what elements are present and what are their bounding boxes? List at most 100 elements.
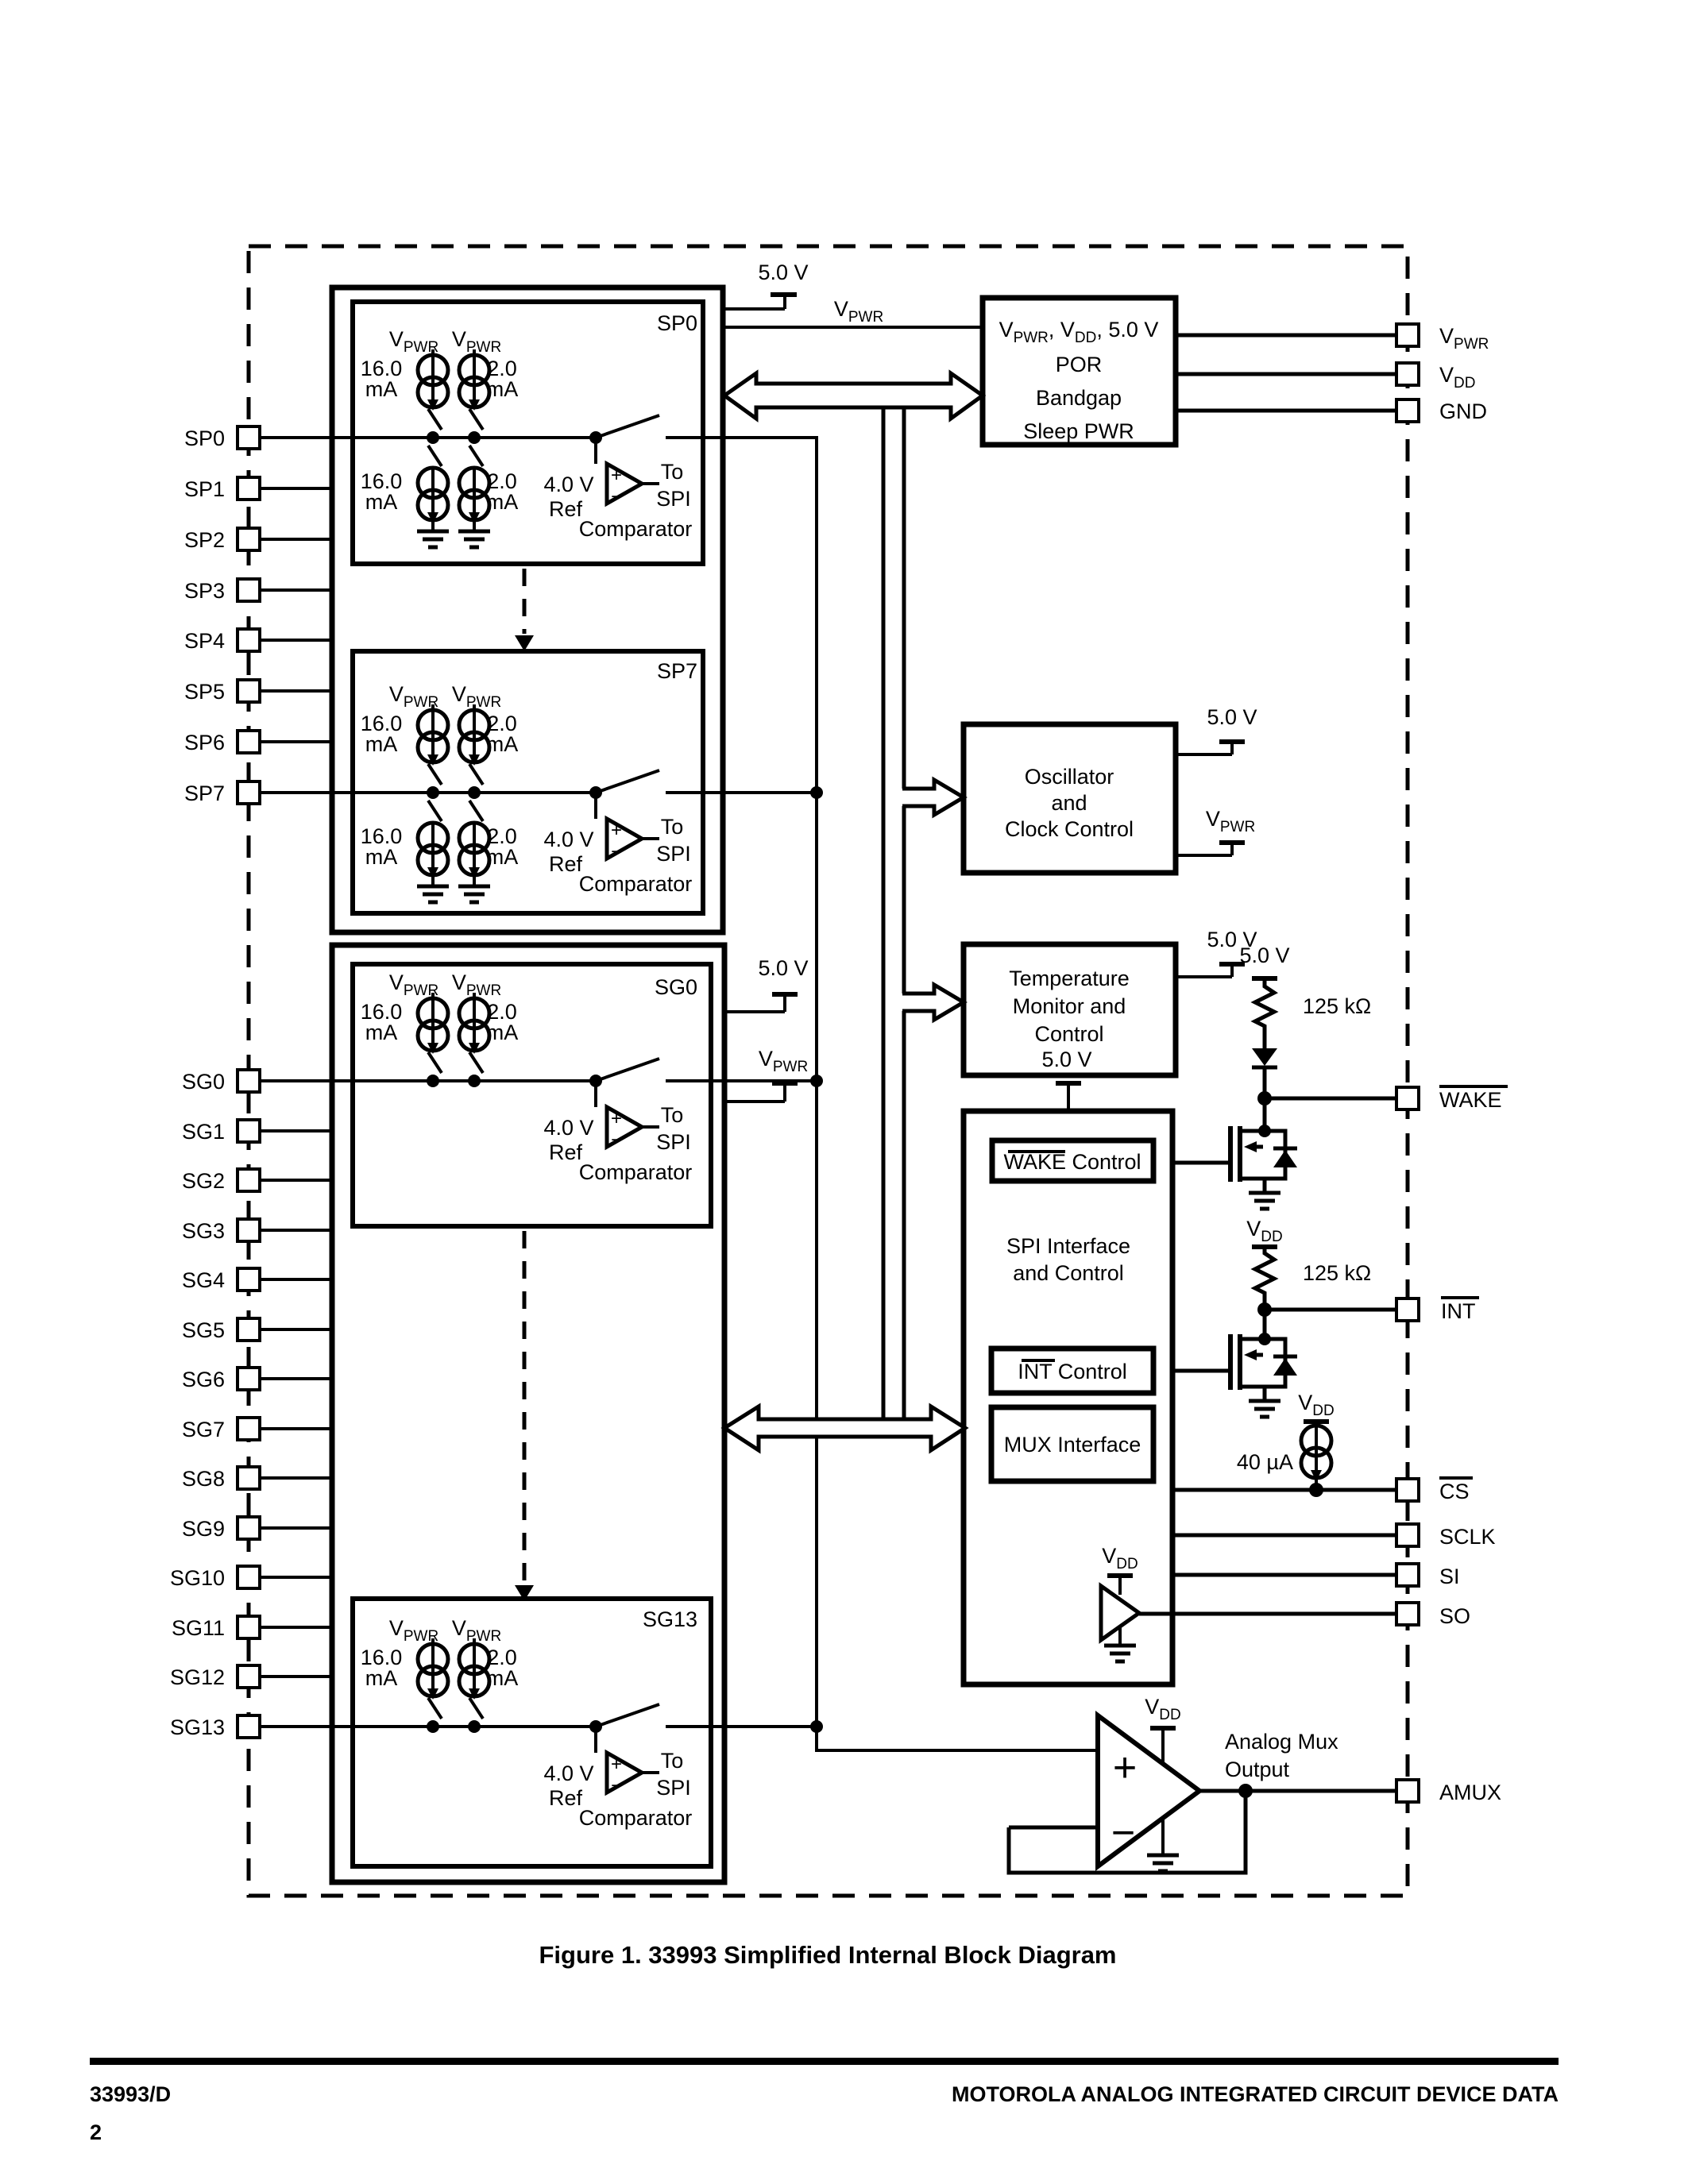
mosfet-source xyxy=(1240,1176,1267,1191)
pin-square-int xyxy=(1395,1297,1420,1322)
supply-5v-label: 5.0 V xyxy=(1041,1048,1091,1071)
pin-square-sg12 xyxy=(236,1664,261,1689)
junction-dot xyxy=(810,786,823,799)
pin-square-amux xyxy=(1395,1778,1420,1804)
switch-blade xyxy=(427,444,443,468)
pin-square-sg1 xyxy=(236,1118,261,1144)
pin-label-sg6: SG6 xyxy=(182,1368,225,1391)
mosfet-source xyxy=(1240,1384,1267,1399)
pin-square-cs xyxy=(1395,1477,1420,1503)
arrow-down-icon xyxy=(1311,1470,1322,1481)
pin-label-sg12: SG12 xyxy=(170,1665,225,1689)
vpwr-label: VPWR xyxy=(389,327,438,356)
junction-dot xyxy=(810,1075,823,1087)
pin-square-gnd xyxy=(1395,398,1420,423)
supply-5v-label: 5.0 V xyxy=(758,260,808,284)
pin-square-vpwr xyxy=(1395,322,1420,348)
opamp-plus: + xyxy=(1113,1745,1137,1791)
pin-square-sp2 xyxy=(236,527,261,552)
supply-vpwr-label: VPWR xyxy=(759,1047,808,1075)
pin-label-sg2: SG2 xyxy=(182,1169,225,1193)
supply-5v-label: 5.0 V xyxy=(1207,705,1257,729)
pin-square-sg3 xyxy=(236,1217,261,1243)
pin-label-sg9: SG9 xyxy=(182,1517,225,1541)
pin-label-wake: WAKE xyxy=(1439,1088,1502,1112)
por-line4: Sleep PWR xyxy=(1023,419,1134,443)
pin-square-vdd xyxy=(1395,361,1420,387)
pin-square-sg13 xyxy=(236,1714,261,1739)
pin-label-amux: AMUX xyxy=(1439,1781,1501,1804)
temp-line2: Monitor and xyxy=(1013,994,1126,1018)
temperature-block xyxy=(960,941,1179,1078)
pin-label-sg0: SG0 xyxy=(182,1070,225,1094)
pin-label-gnd: GND xyxy=(1439,399,1487,423)
sg13-label: SG13 xyxy=(643,1607,697,1631)
comparator-minus: − xyxy=(611,486,622,507)
sg0-block xyxy=(350,962,713,1229)
pin-label-sg11: SG11 xyxy=(172,1616,225,1640)
comparator-icon xyxy=(605,460,647,507)
current-value: 2.0 xyxy=(487,357,517,380)
pin-square-sg5 xyxy=(236,1317,261,1342)
pin-square-sp4 xyxy=(236,627,261,653)
junction-dot xyxy=(468,431,481,444)
por-line3: Bandgap xyxy=(1036,386,1122,410)
osc-line2: and xyxy=(1051,791,1087,815)
sp0-label: SP0 xyxy=(657,311,697,335)
comparator-plus: + xyxy=(611,465,622,486)
pin-square-so xyxy=(1395,1601,1420,1626)
spi-line2: and Control xyxy=(1013,1261,1124,1285)
diode-icon xyxy=(1252,1048,1277,1066)
amux-output-label2: Output xyxy=(1225,1758,1290,1781)
pin-square-si xyxy=(1395,1562,1420,1588)
junction-dot xyxy=(1257,1091,1272,1106)
switch-blade xyxy=(595,414,660,439)
figure-caption: Figure 1. 33993 Simplified Internal Bloc… xyxy=(539,1941,1116,1969)
arrow-down-icon xyxy=(427,399,438,411)
osc-line3: Clock Control xyxy=(1005,817,1134,841)
ref-voltage: 4.0 V xyxy=(543,473,593,496)
pin-label-sg13: SG13 xyxy=(170,1715,225,1739)
pin-label-sg8: SG8 xyxy=(182,1467,225,1491)
osc-bus-arm-fill xyxy=(898,780,964,815)
mux-interface-box xyxy=(988,1404,1157,1484)
left-pins: SP0 SP1 SP2 SP3 SP4 SP5 SP6 SP7 SG0 SG1 … xyxy=(170,425,332,1739)
pin-label-int: INT xyxy=(1441,1299,1476,1323)
sg-spi-bus-arrow-icon xyxy=(720,1403,969,1454)
por-supplies-line: VPWR, VDD, 5.0 V xyxy=(999,318,1159,346)
pin-square-sp7 xyxy=(236,780,261,805)
pin-square-sg11 xyxy=(236,1615,261,1640)
footer-doc-number: 33993/D xyxy=(90,2082,171,2106)
switch-blade xyxy=(468,444,485,468)
temp-bus-arrow-icon xyxy=(902,981,968,1024)
pin-square-sg0 xyxy=(236,1068,261,1094)
pin-square-sg4 xyxy=(236,1267,261,1292)
opamp-minus: − xyxy=(1111,1810,1135,1856)
pin-label-sp5: SP5 xyxy=(184,680,225,704)
supply-vpwr-label: VPWR xyxy=(1206,807,1255,835)
current-value: 2.0 xyxy=(487,469,517,493)
pin-square-sg8 xyxy=(236,1465,261,1491)
pin-label-sg10: SG10 xyxy=(170,1566,225,1590)
opamp-icon xyxy=(1095,1711,1204,1871)
footer-page-number: 2 xyxy=(90,2120,102,2144)
pin-square-sp5 xyxy=(236,678,261,704)
pin-label-sp0: SP0 xyxy=(184,426,225,450)
oscillator-block xyxy=(960,721,1179,876)
switch-cell-upper: VPWR VPWR 16.0 mA 2.0 mA + − 4.0 V Ref T… xyxy=(249,327,817,541)
junction-dot xyxy=(1309,1483,1323,1497)
por-line2: POR xyxy=(1056,353,1103,376)
supply-vdd-label: VDD xyxy=(1246,1217,1282,1245)
sp0-block xyxy=(350,299,705,566)
to-spi-label: SPI xyxy=(656,487,691,511)
current-unit: mA xyxy=(486,377,519,401)
pin-square-sp6 xyxy=(236,729,261,754)
pin-label-sg5: SG5 xyxy=(182,1318,225,1342)
mux-interface-label: MUX Interface xyxy=(1004,1433,1141,1457)
current-value: 16.0 xyxy=(361,357,403,380)
pin-label-sg3: SG3 xyxy=(182,1219,225,1243)
sg0-label: SG0 xyxy=(655,975,697,999)
pin-label-sp6: SP6 xyxy=(184,731,225,754)
pin-label-cs: CS xyxy=(1439,1480,1470,1503)
